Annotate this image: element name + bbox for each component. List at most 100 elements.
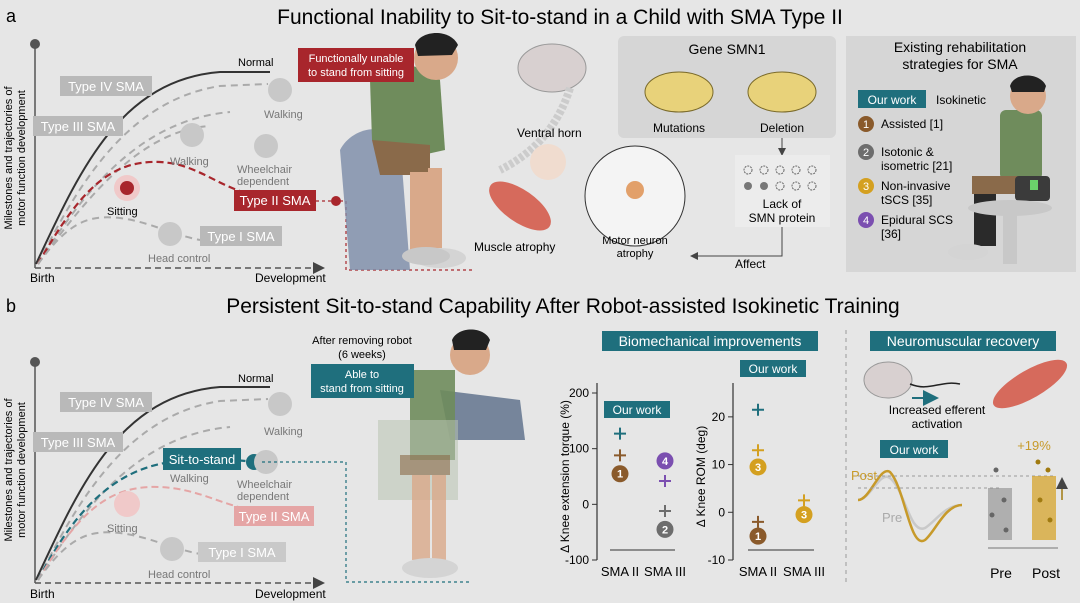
motor-neuron-line1: Motor neuron (602, 235, 667, 247)
isokinetic-label: Isokinetic (936, 93, 986, 107)
data-point-plus (659, 505, 671, 518)
data-point-circle (795, 506, 813, 524)
y-axis-label-b-1: Milestones and trajectories of (3, 398, 15, 542)
protein-dots (743, 165, 817, 191)
rehab-title-2: strategies for SMA (902, 56, 1018, 72)
x-category-label: SMA III (644, 564, 686, 579)
after-robot-line2: (6 weeks) (338, 349, 386, 361)
lack-smn-line1: Lack of (763, 197, 802, 211)
efferent-illustration (863, 359, 1068, 409)
walking-label-b-2: Walking (170, 473, 209, 485)
head-control-label-b: Head control (148, 569, 210, 581)
rehab-item-num-4: 4 (863, 215, 869, 227)
walking-figure-icon-b (268, 392, 292, 416)
y-axis-label: Δ Knee ROM (deg) (694, 426, 708, 527)
trajectory-plot-b: Milestones and trajectories of motor fun… (3, 357, 472, 601)
child-unable-stand-illustration (340, 32, 466, 270)
our-work-badge-neuro (880, 440, 948, 458)
our-work-badge-a (858, 90, 926, 108)
mutations-label: Mutations (653, 121, 705, 135)
y-tick-label: 0 (718, 505, 725, 519)
rehab-item-num-3: 3 (863, 181, 869, 193)
pre-waveform-label: Pre (882, 510, 902, 525)
data-point-plus (614, 427, 626, 440)
rehab-item-line1-3: Non-invasive (881, 179, 951, 193)
y-tick-label: 10 (712, 458, 726, 472)
type4-label-a: Type IV SMA (68, 79, 144, 94)
y-tick-label: 200 (569, 386, 589, 400)
y-axis-label-a-1: Milestones and trajectories of (3, 86, 15, 230)
panel-b-title: Persistent Sit-to-stand Capability After… (226, 295, 899, 318)
sit-to-stand-badge (163, 448, 241, 470)
data-point-plus (752, 444, 764, 457)
rehab-item-line1-1: Assisted [1] (881, 117, 943, 131)
data-point-circle (749, 458, 767, 476)
type4-label-b: Type IV SMA (68, 395, 144, 410)
panel-a-letter: a (6, 6, 17, 26)
biomech-title-badge (602, 331, 818, 351)
efferent-line1: Increased efferent (889, 403, 986, 417)
child-able-stand-illustration (378, 329, 525, 578)
type3-label-a: Type III SMA (41, 119, 116, 134)
type2-label-b: Type II SMA (239, 509, 310, 524)
lack-smn-line2: SMN protein (749, 211, 816, 225)
data-point-label: 4 (662, 456, 669, 468)
walking-figure-icon-2 (180, 123, 204, 147)
able-stand-callout (311, 364, 414, 398)
x-axis-end-a: Development (255, 271, 326, 285)
sitting-label-b: Sitting (107, 523, 138, 535)
neuro-title-badge (870, 331, 1056, 351)
wheelchair-label-b-1: Wheelchair (237, 479, 292, 491)
sitting-figure-icon-b (114, 491, 140, 517)
data-point-label: 3 (801, 510, 807, 522)
x-axis-start-b: Birth (30, 587, 55, 601)
dna-mutation-icon (644, 71, 714, 113)
rehab-item-line2-4: [36] (881, 227, 901, 241)
walking-figure-icon (268, 78, 292, 102)
x-axis-start-a: Birth (30, 271, 55, 285)
y-axis-label: Δ Knee extension torque (%) (558, 400, 572, 553)
x-category-label: SMA II (601, 564, 639, 579)
walking-label-a-1: Walking (264, 109, 303, 121)
data-point-circle (656, 452, 674, 470)
rehab-item-num-2: 2 (863, 147, 869, 159)
child-robot-illustration (948, 75, 1052, 264)
panel-b-letter: b (6, 296, 16, 316)
data-point-plus (614, 449, 626, 462)
muscle-icon (489, 181, 551, 231)
brain-spine-illustration: Ventral horn Muscle atrophy Motor neuron… (474, 43, 686, 260)
rehab-item-badge-1 (858, 116, 874, 132)
y-tick-label: -100 (565, 553, 589, 567)
data-point-label: 1 (755, 531, 761, 543)
muscle-atrophy-label: Muscle atrophy (474, 240, 555, 254)
y-axis-label-b-2: motor function development (16, 402, 28, 538)
data-point-plus (798, 494, 810, 507)
head-control-label-a: Head control (148, 253, 210, 265)
rehab-item-badge-3 (858, 178, 874, 194)
sitting-label-a: Sitting (107, 206, 138, 218)
emg-waveform (857, 469, 1055, 543)
our-work-badge (604, 401, 670, 418)
data-point-circle (611, 465, 629, 483)
x-category-label: SMA III (783, 564, 825, 579)
affect-label: Affect (735, 257, 766, 271)
wheelchair-label-a-1: Wheelchair (237, 164, 292, 176)
x-category-label: SMA II (739, 564, 777, 579)
walking-label-a-2: Walking (170, 156, 209, 168)
rehab-item-num-1: 1 (863, 119, 869, 131)
able-stand-line1: Able to (345, 369, 379, 381)
data-point-plus (752, 515, 764, 528)
rehab-item-line1-2: Isotonic & (881, 145, 934, 159)
data-point-circle (749, 527, 767, 545)
y-tick-label: -10 (708, 553, 726, 567)
rehab-item-line2-2: isometric [21] (881, 159, 952, 173)
our-work-label: Our work (749, 362, 799, 376)
our-work-badge (740, 360, 806, 377)
bar-pre-label: Pre (990, 565, 1012, 581)
type1-label-b: Type I SMA (208, 545, 276, 560)
muscle-icon-b (992, 359, 1068, 409)
our-work-label-a: Our work (868, 93, 918, 107)
ventral-horn-icon (530, 144, 566, 180)
trajectory-plot-a: Milestones and trajectories of motor fun… (3, 39, 472, 285)
